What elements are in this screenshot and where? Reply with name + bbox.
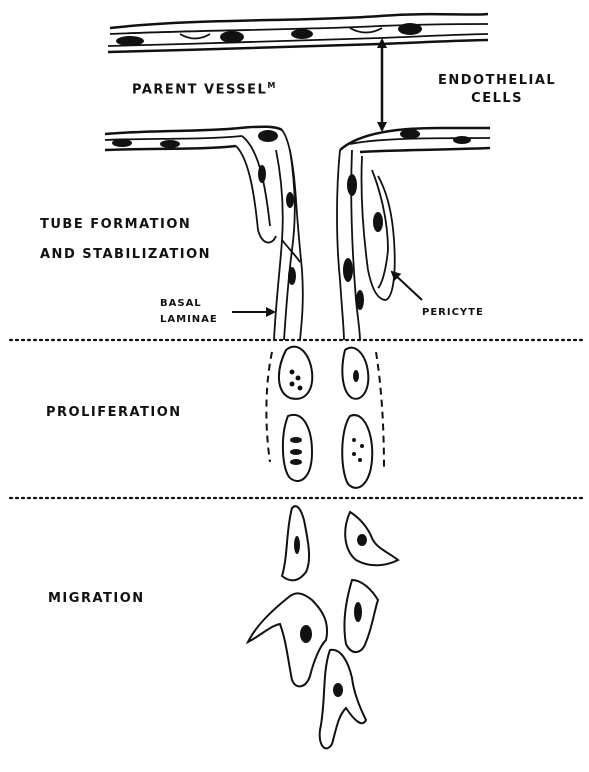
basal-line1: BASAL bbox=[160, 296, 218, 312]
migration-text: MIGRATION bbox=[48, 591, 145, 606]
proliferation-cells bbox=[266, 347, 384, 488]
parent-vessel-superscript: M bbox=[267, 81, 276, 90]
tube-formation-line2: AND STABILIZATION bbox=[40, 240, 211, 270]
tube-formation-line1: TUBE FORMATION bbox=[40, 210, 211, 240]
endothelial-line1: ENDOTHELIAL bbox=[438, 72, 556, 90]
parent-vessel-bottom-wall bbox=[105, 127, 490, 152]
parent-vessel-top-wall bbox=[108, 14, 488, 52]
endothelial-line2: CELLS bbox=[438, 90, 556, 108]
basal-laminae-label: BASAL LAMINAE bbox=[160, 296, 218, 328]
pericyte-arrow bbox=[392, 272, 422, 300]
left-sprout-wall bbox=[236, 130, 303, 340]
tube-formation-label: TUBE FORMATION AND STABILIZATION bbox=[40, 210, 211, 270]
basal-line2: LAMINAE bbox=[160, 312, 218, 328]
pericyte-text: PERICYTE bbox=[422, 307, 484, 318]
endothelial-cells-label: ENDOTHELIAL CELLS bbox=[438, 72, 556, 108]
proliferation-label: PROLIFERATION bbox=[46, 406, 182, 419]
parent-vessel-text: PARENT VESSEL bbox=[132, 82, 267, 97]
parent-vessel-label: PARENT VESSELM bbox=[132, 82, 277, 96]
right-sprout-wall bbox=[337, 150, 395, 340]
migration-label: MIGRATION bbox=[48, 592, 145, 605]
proliferation-text: PROLIFERATION bbox=[46, 405, 182, 420]
pericyte-label: PERICYTE bbox=[422, 308, 484, 318]
migration-cells bbox=[248, 506, 398, 748]
